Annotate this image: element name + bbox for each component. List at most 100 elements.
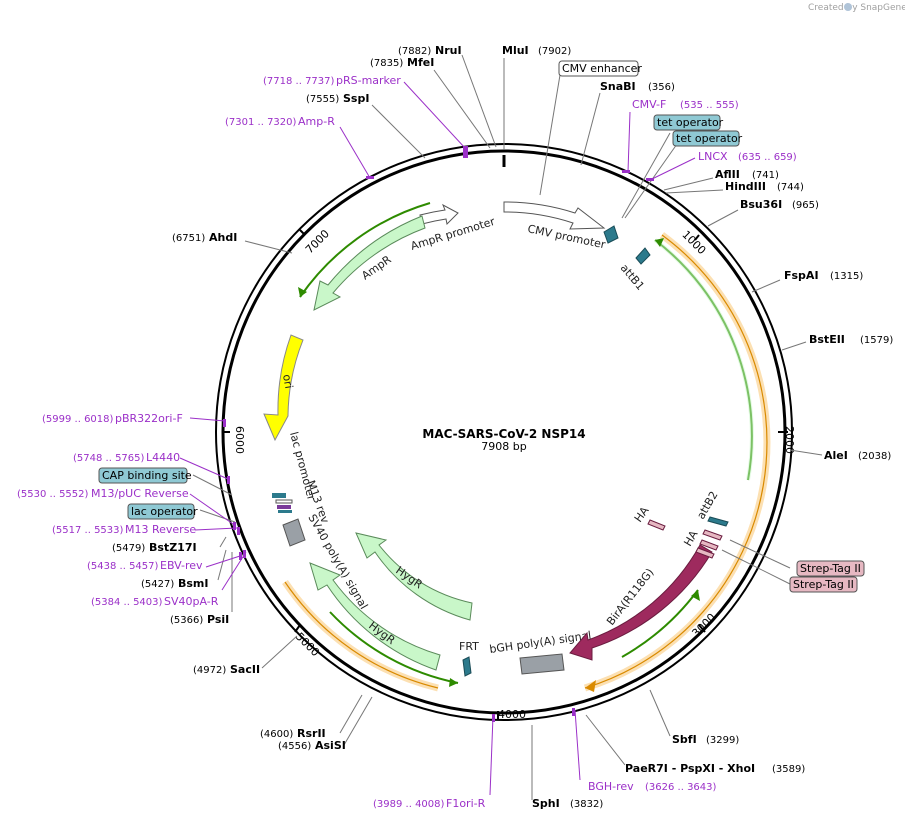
site-pos: (744)	[777, 182, 804, 193]
site-name-hindiii: HindIII	[725, 180, 766, 193]
box-tet-operator-2: tet operator	[676, 132, 743, 145]
site-pos: (7835)	[370, 58, 403, 69]
ori-label: ori	[280, 373, 295, 389]
site-pos: (4556)	[278, 741, 311, 752]
site-pos: (3299)	[706, 735, 739, 746]
site-name-asisi: AsiSI	[315, 739, 346, 752]
site-pos: (5427)	[141, 579, 174, 590]
primer-pos: (3626 .. 3643)	[645, 782, 717, 793]
site-pos: (741)	[752, 170, 779, 181]
site-name-bsteii: BstEII	[809, 333, 845, 346]
primer-pos: (5748 .. 5765)	[73, 453, 145, 464]
tick-label: 2000	[783, 426, 796, 454]
site-pos: (5479)	[112, 543, 145, 554]
primer-name-bgh-rev: BGH-rev	[588, 780, 634, 793]
primer-pos: (7718 .. 7737)	[263, 76, 335, 87]
site-name-fspai: FspAI	[784, 269, 819, 282]
primer-name-lncx: LNCX	[698, 150, 728, 163]
feature-ori: ori	[263, 334, 304, 442]
frt-label: FRT	[459, 640, 479, 653]
primer-name-f1ori-r: F1ori-R	[446, 797, 486, 810]
primer-name-m13-puc-reverse: M13/pUC Reverse	[91, 487, 189, 500]
attb1-label: attB1	[618, 262, 647, 293]
feature-frt: FRT	[459, 640, 479, 677]
primer-pos: (5438 .. 5457)	[87, 561, 159, 572]
primer-labels: (7718 .. 7737) pRS-marker (7301 .. 7320)…	[17, 74, 797, 810]
primer-name-sv40pa-r: SV40pA-R	[164, 595, 219, 608]
primer-pos: (5530 .. 5552)	[17, 489, 89, 500]
site-pos: (1315)	[830, 271, 863, 282]
map-title-block: MAC-SARS-CoV-2 NSP14 7908 bp	[422, 427, 585, 453]
map-title: MAC-SARS-CoV-2 NSP14	[422, 427, 585, 441]
site-name-mfei: MfeI	[407, 56, 434, 69]
site-name-paer7i-pspxi-xhoi: PaeR7I - PspXI - XhoI	[625, 762, 755, 775]
feature-ampr: AmpR	[298, 202, 431, 311]
tick-label: 5000	[293, 630, 322, 659]
box-cmv-enhancer: CMV enhancer	[562, 62, 642, 75]
box-lac-operator: lac operator	[131, 505, 198, 518]
primer-pos: (535 .. 555)	[680, 100, 739, 111]
site-pos: (4972)	[193, 665, 226, 676]
primer-pos: (5384 .. 5403)	[91, 597, 163, 608]
site-name-snabi: SnaBI	[600, 80, 636, 93]
site-pos: (4600)	[260, 729, 293, 740]
site-name-bstz17i: BstZ17I	[149, 541, 197, 554]
boxed-feature-labels: CMV enhancer tet operator tet operator C…	[98, 60, 865, 593]
box-tet-operator-1: tet operator	[657, 116, 724, 129]
site-pos: (6751)	[172, 233, 205, 244]
site-pos: (2038)	[858, 451, 891, 462]
site-name-sspi: SspI	[343, 92, 369, 105]
site-pos: (1579)	[860, 335, 893, 346]
primer-name-l4440: L4440	[146, 451, 180, 464]
primer-pos: (3989 .. 4008)	[373, 799, 445, 810]
primer-name-prs-marker: pRS-marker	[336, 74, 401, 87]
feature-ha-attb2: HA HA attB2	[632, 489, 729, 559]
tick-label: 4000	[498, 708, 526, 721]
connector-lines	[192, 54, 823, 800]
box-strep-tag-ii-2: Strep-Tag II	[793, 578, 854, 591]
site-pos: (7555)	[306, 94, 339, 105]
site-name-psii: PsiI	[207, 613, 229, 626]
primer-pos: (7301 .. 7320)	[225, 117, 297, 128]
map-length: 7908 bp	[481, 440, 526, 453]
primer-connectors	[179, 81, 696, 796]
primer-marks	[223, 146, 654, 722]
restriction-site-labels: (7882) NruI MluI (7902) (7835) MfeI (755…	[112, 44, 893, 810]
site-name-sphi: SphI	[532, 797, 560, 810]
site-name-bsu36i: Bsu36I	[740, 198, 782, 211]
site-name-sacii: SacII	[230, 663, 260, 676]
site-pos: (3589)	[772, 764, 805, 775]
credit-text: Created by SnapGene	[808, 3, 905, 13]
feature-cmv-promoter: CMV promoter	[503, 201, 607, 252]
site-pos: (7902)	[538, 46, 571, 57]
site-name-sbfi: SbfI	[672, 733, 697, 746]
box-strep-tag-ii-1: Strep-Tag II	[800, 562, 861, 575]
site-name-ahdi: AhdI	[209, 231, 237, 244]
lac-region-marks	[272, 493, 293, 513]
site-name-nrui: NruI	[435, 44, 462, 57]
primer-name-ebv-rev: EBV-rev	[160, 559, 203, 572]
site-pos: (7882)	[398, 46, 431, 57]
site-pos: (356)	[648, 82, 675, 93]
feature-hygr-1: HygR	[355, 532, 473, 621]
primer-pos: (5999 .. 6018)	[42, 414, 114, 425]
feature-attb1: attB1	[603, 225, 651, 293]
snapgene-logo-icon	[844, 3, 852, 11]
site-name-aflii: AflII	[715, 168, 740, 181]
site-pos: (965)	[792, 200, 819, 211]
ha-2-label: HA	[681, 528, 700, 549]
primer-name-cmv-f: CMV-F	[632, 98, 666, 111]
site-name-mlui: MluI	[502, 44, 529, 57]
site-pos: (5366)	[170, 615, 203, 626]
site-pos: (3832)	[570, 799, 603, 810]
primer-name-m13-reverse: M13 Reverse	[125, 523, 196, 536]
site-name-alei: AleI	[824, 449, 848, 462]
site-name-rsrii: RsrII	[297, 727, 326, 740]
primer-pos: (5517 .. 5533)	[52, 525, 124, 536]
site-name-bsmi: BsmI	[178, 577, 209, 590]
primer-name-pbr322ori-f: pBR322ori-F	[115, 412, 183, 425]
primer-pos: (635 .. 659)	[738, 152, 797, 163]
tick-label: 6000	[233, 426, 246, 454]
primer-name-amp-r: Amp-R	[298, 115, 335, 128]
